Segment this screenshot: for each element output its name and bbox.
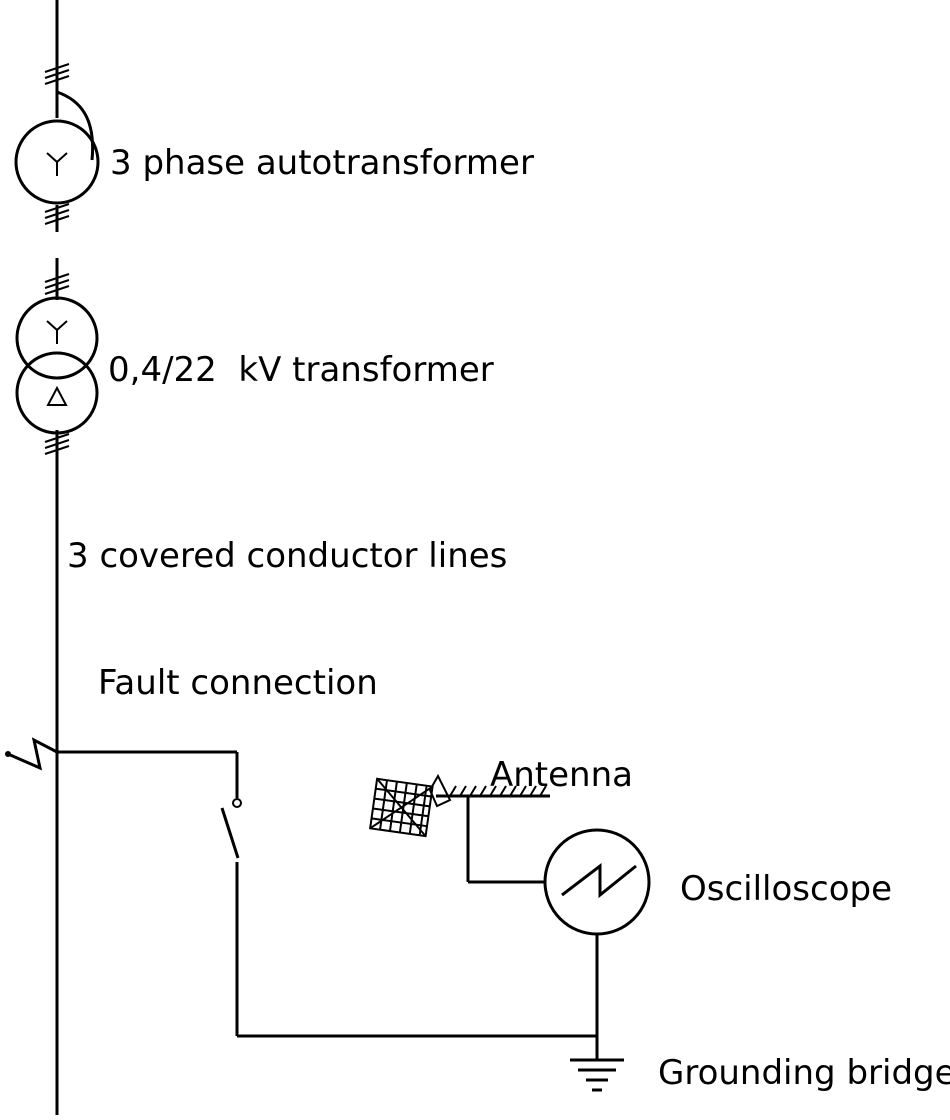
label-oscilloscope: Oscilloscope <box>680 869 892 909</box>
fault-connection <box>5 737 242 808</box>
ground-icon <box>570 1058 624 1092</box>
wye-winding-icon <box>46 152 68 176</box>
label-antenna: Antenna <box>490 755 633 795</box>
label-conductor-lines: 3 covered conductor lines <box>67 536 507 576</box>
label-fault-connection: Fault connection <box>98 663 378 703</box>
autotransformer-symbol <box>14 90 100 205</box>
antenna-icon <box>369 773 550 884</box>
label-autotransformer: 3 phase autotransformer <box>110 143 534 183</box>
label-grounding-bridge: Grounding bridge <box>658 1053 950 1093</box>
label-transformer: 0,4/22 kV transformer <box>108 350 494 390</box>
oscilloscope-icon <box>543 828 651 1060</box>
fault-switch <box>220 807 597 1038</box>
transformer-symbol <box>15 296 99 435</box>
wye-winding-icon <box>46 320 68 344</box>
three-phase-marks <box>44 63 70 455</box>
delta-winding-icon <box>46 385 68 406</box>
